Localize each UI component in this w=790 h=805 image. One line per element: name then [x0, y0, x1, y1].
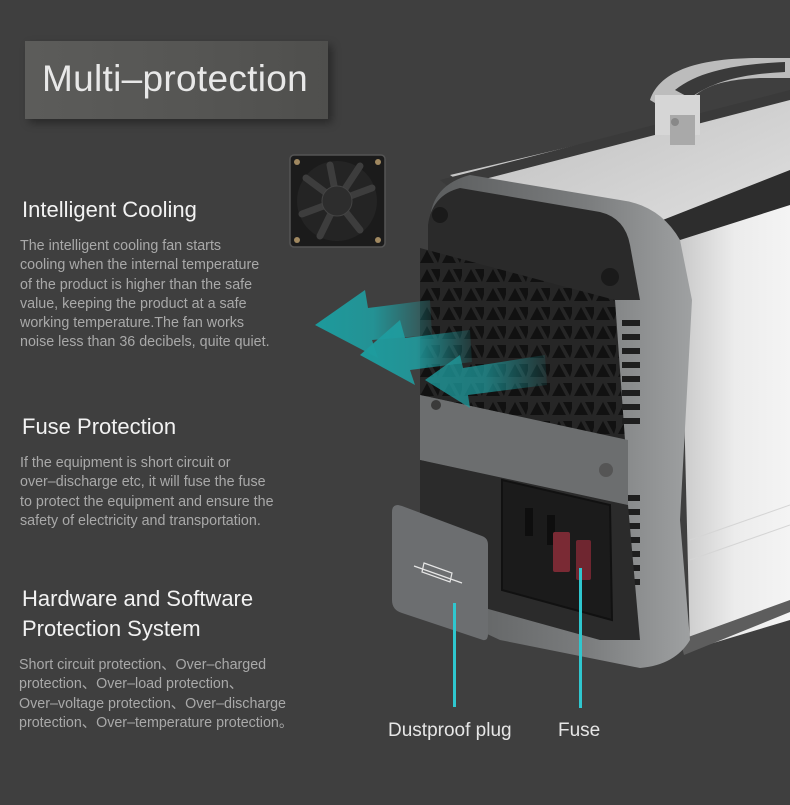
body-line: noise less than 36 decibels, quite quiet… [20, 334, 270, 351]
title-line: Hardware and Software [22, 586, 254, 611]
dustproof-plug-callout-line [453, 603, 456, 707]
body-line: to protect the equipment and ensure the [20, 493, 274, 510]
body-line: If the equipment is short circuit or [20, 455, 231, 471]
body-line: over–discharge etc, it will fuse the fus… [20, 474, 266, 491]
section-title-hardware-software-protection: Hardware and Software Protection System [22, 584, 253, 644]
fuse-callout-line [579, 568, 582, 708]
body-line: working temperature.The fan works [20, 315, 245, 332]
body-line: protection、Over–temperature protection。 [19, 714, 294, 731]
dustproof-plug-label: Dustproof plug [388, 720, 512, 741]
title-banner: Multi–protection [25, 41, 328, 119]
body-line: protection、Over–load protection、 [19, 676, 244, 693]
cooling-fan-icon [289, 154, 386, 248]
fuse-symbol-icon [413, 562, 463, 584]
body-line: value, keeping the product at a safe [20, 295, 247, 312]
body-line: The intelligent cooling fan starts [20, 238, 222, 254]
section-body-fuse-protection: If the equipment is short circuit or ove… [20, 454, 274, 531]
body-line: cooling when the internal temperature [20, 257, 260, 274]
body-line: safety of electricity and transportation… [20, 512, 261, 529]
airflow-arrows-icon [315, 290, 547, 408]
body-line: Over–voltage protection、Over–discharge [19, 695, 287, 712]
body-line: Short circuit protection、Over–charged [19, 657, 267, 673]
page-title: Multi–protection [42, 58, 308, 99]
section-body-hardware-software-protection: Short circuit protection、Over–charged pr… [19, 656, 293, 733]
section-body-intelligent-cooling: The intelligent cooling fan starts cooli… [20, 237, 270, 353]
title-line: Protection System [22, 616, 201, 641]
section-title-intelligent-cooling: Intelligent Cooling [22, 197, 197, 222]
section-title-fuse-protection: Fuse Protection [22, 414, 177, 439]
body-line: of the product is higher than the safe [20, 276, 253, 293]
fuse-label: Fuse [558, 720, 601, 741]
